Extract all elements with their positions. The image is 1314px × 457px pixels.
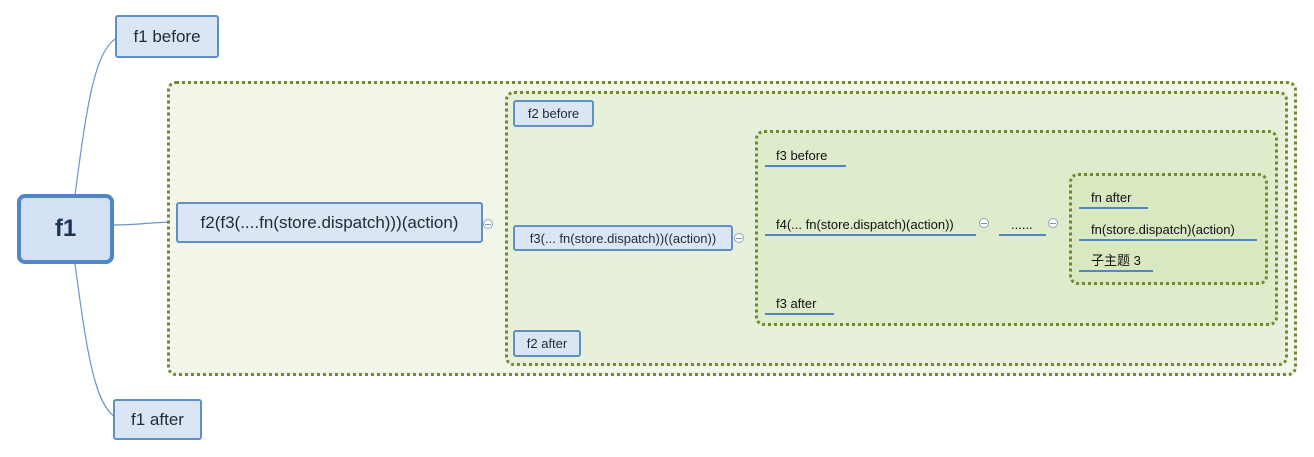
ellipsis-topic[interactable]: ...... bbox=[999, 216, 1046, 236]
f2-before-node[interactable]: f2 before bbox=[513, 100, 594, 127]
subtopic-3-topic[interactable]: 子主题 3 bbox=[1079, 252, 1153, 272]
fn-call-label: fn(store.dispatch)(action) bbox=[1091, 222, 1235, 237]
ellipsis-topic-label: ...... bbox=[1011, 217, 1033, 232]
f3-after-label: f3 after bbox=[776, 296, 817, 311]
subtopic-3-label: 子主题 3 bbox=[1091, 253, 1141, 268]
f2-after-node[interactable]: f2 after bbox=[513, 330, 581, 357]
root-node-f1[interactable]: f1 bbox=[17, 194, 114, 264]
f4-collapse-icon[interactable] bbox=[979, 218, 989, 228]
fn-after-topic[interactable]: fn after bbox=[1079, 189, 1148, 209]
f2-after-label: f2 after bbox=[526, 336, 568, 351]
f4-topic[interactable]: f4(... fn(store.dispatch)(action)) bbox=[765, 216, 976, 236]
f3-before-topic[interactable]: f3 before bbox=[765, 147, 846, 167]
f3-node[interactable]: f3(... fn(store.dispatch))((action)) bbox=[513, 225, 733, 251]
f1-before-label: f1 before bbox=[133, 26, 201, 46]
f2-collapse-icon[interactable] bbox=[483, 219, 493, 229]
ellipsis-collapse-icon[interactable] bbox=[1048, 218, 1058, 228]
f3-after-topic[interactable]: f3 after bbox=[765, 295, 834, 315]
f3-before-label: f3 before bbox=[776, 148, 828, 163]
f1-before-node[interactable]: f1 before bbox=[115, 15, 219, 58]
f1-after-label: f1 after bbox=[131, 409, 184, 429]
f3-node-label: f3(... fn(store.dispatch))((action)) bbox=[529, 230, 717, 246]
fn-boundary-group bbox=[1069, 173, 1268, 285]
f2-node[interactable]: f2(f3(....fn(store.dispatch)))(action) bbox=[176, 202, 483, 243]
f4-topic-label: f4(... fn(store.dispatch)(action)) bbox=[776, 217, 954, 232]
root-node-label: f1 bbox=[54, 215, 77, 242]
f3-collapse-icon[interactable] bbox=[734, 233, 744, 243]
f2-before-label: f2 before bbox=[527, 106, 580, 121]
f2-node-label: f2(f3(....fn(store.dispatch)))(action) bbox=[200, 212, 459, 232]
f1-after-node[interactable]: f1 after bbox=[113, 399, 202, 440]
fn-call-topic[interactable]: fn(store.dispatch)(action) bbox=[1079, 221, 1257, 241]
fn-after-label: fn after bbox=[1091, 190, 1132, 205]
